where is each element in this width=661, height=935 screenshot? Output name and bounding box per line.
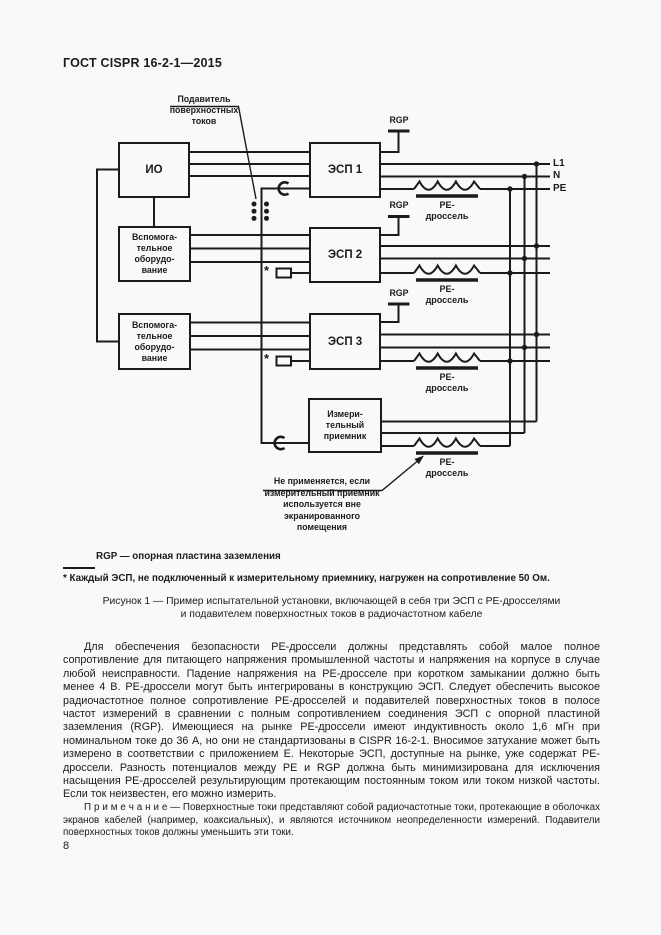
footnote-rule <box>63 567 95 569</box>
footnote: * Каждый ЭСП, не подключенный к измерите… <box>63 573 550 584</box>
pe-choke-label-4: РЕ- дроссель <box>425 457 469 478</box>
page-number: 8 <box>63 840 70 852</box>
pe-choke-label-3: РЕ- дроссель <box>425 372 469 393</box>
body-note: П р и м е ч а н и е — Поверхностные токи… <box>63 802 600 839</box>
body-paragraph: Для обеспечения безопасности РЕ-дроссели… <box>63 641 600 801</box>
load-asterisk-1: * <box>264 263 270 278</box>
figure-caption: Рисунок 1 — Пример испытательной установ… <box>102 596 561 620</box>
callout-leader-lines <box>170 105 418 492</box>
pe-choke-label-1: РЕ- дроссель <box>425 200 469 221</box>
page-title: ГОСТ CISPR 16-2-1—2015 <box>63 56 222 70</box>
box-aux-equipment-1: Вспомога- тельное оборудо- вание <box>118 226 191 282</box>
surface-current-suppressor-icon <box>251 201 269 221</box>
mains-n-label: N <box>553 170 561 181</box>
pe-choke-label-2: РЕ- дроссель <box>425 284 469 305</box>
rgp-label-3: RGP <box>389 288 409 298</box>
box-esp2-label: ЭСП 2 <box>327 249 363 261</box>
box-esp1: ЭСП 1 <box>309 142 381 198</box>
suppressor-callout: Подавитель поверхностных токов <box>169 94 239 126</box>
callout-arrow-icon <box>414 455 424 465</box>
mains-l1-label: L1 <box>553 157 565 169</box>
box-esp3: ЭСП 3 <box>309 313 381 370</box>
box-esp2: ЭСП 2 <box>309 227 381 283</box>
load-resistor-icon <box>275 267 292 367</box>
box-io-label: ИО <box>145 164 163 176</box>
box-esp3-label: ЭСП 3 <box>327 335 363 348</box>
current-clamp-icon <box>273 181 290 451</box>
mains-pe-label: PE <box>553 182 567 194</box>
rgp-label-2: RGP <box>389 200 409 210</box>
box-aux2-label: Вспомога- тельное оборудо- вание <box>131 319 178 363</box>
load-asterisk-2: * <box>264 351 270 366</box>
legend: RGP — опорная пластина заземления <box>96 551 281 562</box>
junction-dots <box>507 161 540 364</box>
box-io: ИО <box>118 142 190 198</box>
box-measuring-receiver: Измери- тельный приемник <box>308 398 382 453</box>
rgp-label-1: RGP <box>389 115 409 125</box>
box-esp1-label: ЭСП 1 <box>327 164 363 176</box>
box-aux-equipment-2: Вспомога- тельное оборудо- вание <box>118 313 191 370</box>
receiver-callout: Не применяется, если измерительный прием… <box>264 476 380 533</box>
pe-choke-icon <box>413 179 481 455</box>
box-receiver-label: Измери- тельный приемник <box>323 409 367 441</box>
rgp-ground-icon <box>388 129 410 306</box>
box-aux1-label: Вспомога- тельное оборудо- вание <box>131 232 178 275</box>
